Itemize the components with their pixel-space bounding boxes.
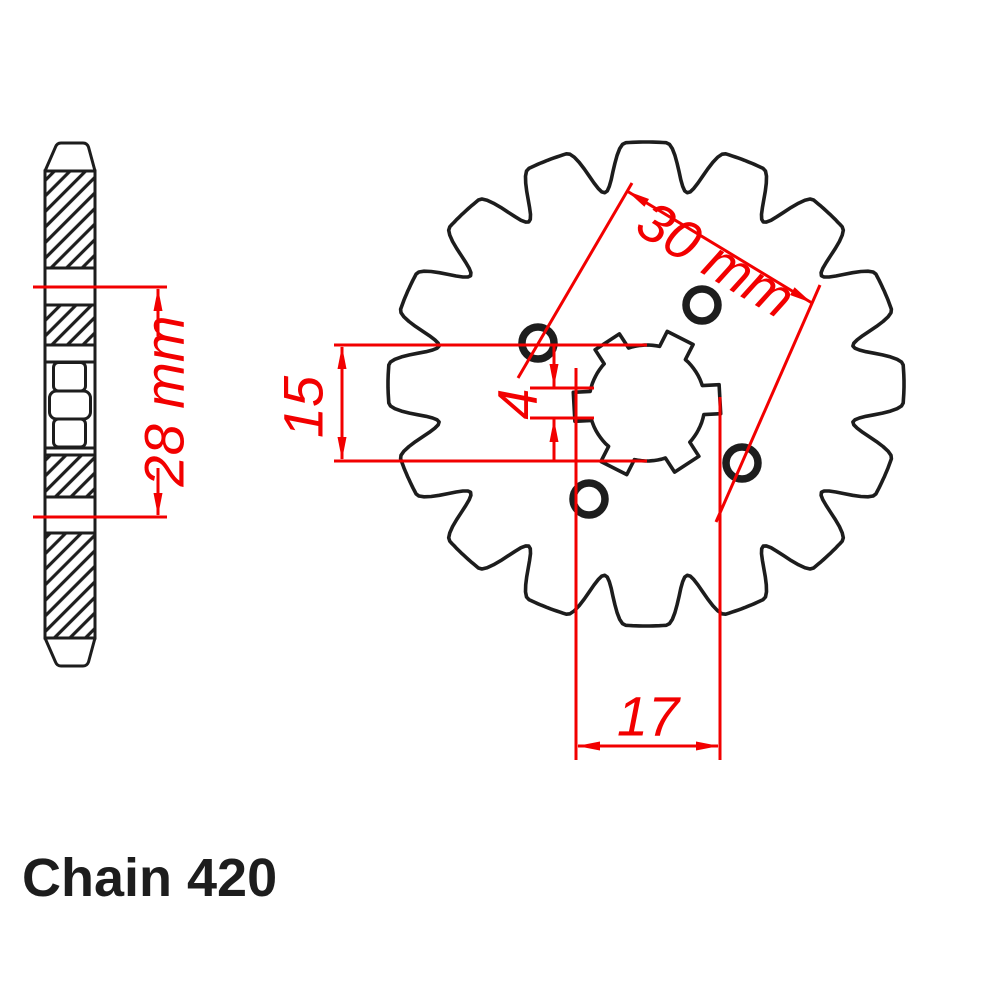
hatch-section-lower <box>43 531 97 640</box>
hatch-section-lower-hub <box>43 453 97 499</box>
hatch-section-upper <box>43 169 97 270</box>
top-tooth-cap <box>43 141 97 173</box>
arrowhead <box>337 437 347 460</box>
arrowhead <box>627 191 649 207</box>
arrowhead <box>790 287 812 303</box>
bolt-hole <box>569 479 609 519</box>
spline-block <box>52 417 87 449</box>
dimension-arrowheads <box>153 191 812 751</box>
dimension-label-bore: 15 <box>272 375 335 438</box>
arrowhead <box>337 346 347 369</box>
arrowhead <box>577 741 600 751</box>
arrowhead <box>549 364 559 387</box>
dimension-label-hub-width: 28 mm <box>133 315 196 487</box>
chain-size-label: Chain 420 <box>22 848 277 908</box>
hatch-section-upper-hub <box>43 303 97 347</box>
dimension-label-spline-od: 17 <box>617 685 681 748</box>
arrowhead <box>153 493 163 516</box>
bolt-hole <box>682 285 722 325</box>
arrowhead <box>696 741 719 751</box>
dimension-label-slot-width: 4 <box>486 388 549 419</box>
extension-line <box>714 284 822 523</box>
spline-block <box>48 389 92 421</box>
dimension-28mm: 28 mm <box>33 285 196 519</box>
extension-line <box>516 182 634 379</box>
side-section-view: 28 mm <box>33 141 196 668</box>
dimension-17: 17 <box>574 368 722 760</box>
spline-block <box>52 361 87 393</box>
arrowhead <box>153 288 163 311</box>
arrowhead <box>549 419 559 442</box>
front-view: 15 4 17 30 mm <box>153 140 906 760</box>
bottom-tooth-cap <box>43 636 97 668</box>
dimension-line <box>626 189 813 305</box>
